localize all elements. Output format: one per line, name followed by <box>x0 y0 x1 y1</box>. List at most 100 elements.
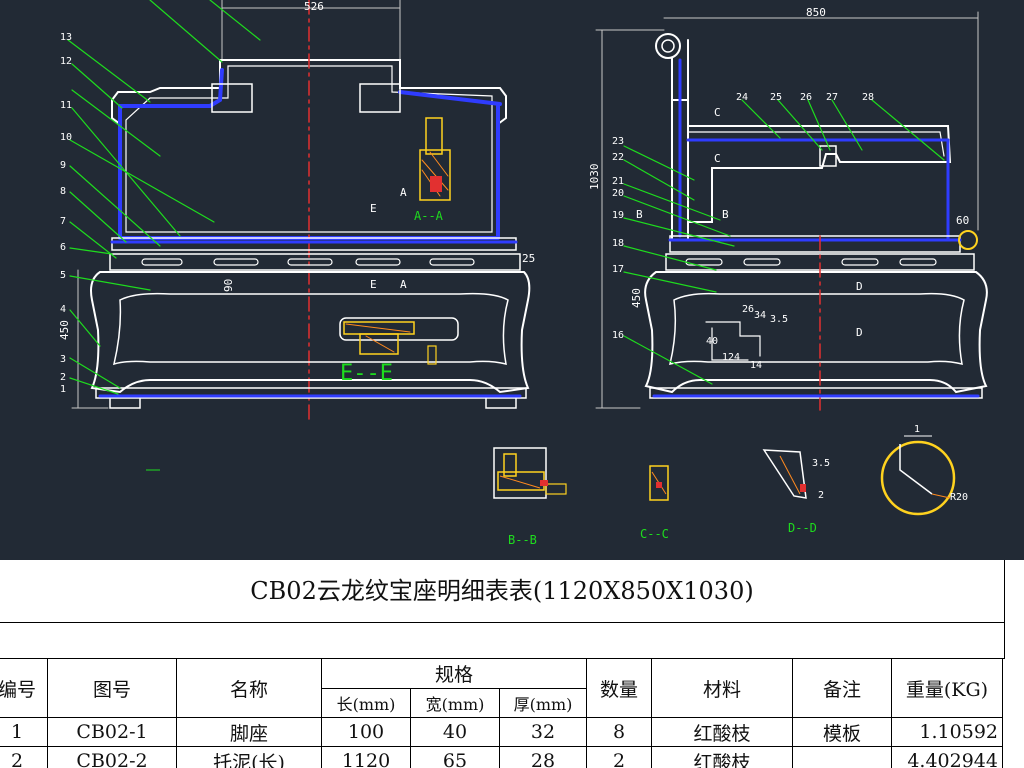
marker-d-1: D <box>856 280 863 293</box>
callout-18: 18 <box>612 238 624 249</box>
callout-13: 13 <box>60 32 72 43</box>
cell-no: 1 <box>0 717 48 747</box>
bom-table: 编号 图号 名称 规格 数量 材料 备注 重量(KG) 长(mm) 宽(mm) … <box>0 658 1003 768</box>
dim-right-height: 450 <box>630 288 643 308</box>
callout-23: 23 <box>612 136 624 147</box>
callout-24: 24 <box>736 92 748 103</box>
callout-7: 7 <box>60 216 66 227</box>
bill-of-materials-sheet: CB02云龙纹宝座明细表表(1120X850X1030) 编号 图号 名称 规格… <box>0 560 1024 768</box>
detail-label-cc: C--C <box>640 527 669 541</box>
cell-width: 40 <box>410 717 500 747</box>
cell-length: 1120 <box>321 746 411 768</box>
header-qty: 数量 <box>586 658 652 718</box>
dim-40: 40 <box>706 336 718 347</box>
dim-right-total: 1030 <box>588 164 601 191</box>
marker-e-2: E <box>370 278 377 291</box>
callout-27: 27 <box>826 92 838 103</box>
marker-b-2: B <box>722 208 729 221</box>
cell-note <box>792 746 892 768</box>
callout-19: 19 <box>612 210 624 221</box>
callout-3: 3 <box>60 354 66 365</box>
callout-10: 10 <box>60 132 72 143</box>
dim-right-small: 60 <box>956 214 969 227</box>
dd-dim-1: 3.5 <box>812 458 830 469</box>
header-material: 材料 <box>651 658 793 718</box>
header-weight: 重量(KG) <box>891 658 1003 718</box>
callout-21: 21 <box>612 176 624 187</box>
header-length: 长(mm) <box>321 687 411 718</box>
cell-drawing-no: CB02-1 <box>47 717 177 747</box>
table-spacer-row <box>0 622 1005 659</box>
callout-16: 16 <box>612 330 624 341</box>
cell-material: 红酸枝 <box>651 746 793 768</box>
dim-left-height: 450 <box>58 320 71 340</box>
callout-25: 25 <box>770 92 782 103</box>
detail-label-dd: D--D <box>788 521 817 535</box>
cell-no: 2 <box>0 746 48 768</box>
callout-6: 6 <box>60 242 66 253</box>
detail-label-bb: B--B <box>508 533 537 547</box>
cad-svg: 526 850 450 90 25 1030 450 60 1312111098… <box>58 0 988 547</box>
side-view <box>595 11 988 411</box>
marker-a-1: A <box>400 186 407 199</box>
table-title: CB02云龙纹宝座明细表表(1120X850X1030) <box>0 560 1005 623</box>
header-spec: 规格 <box>321 658 587 689</box>
dim-3.5: 3.5 <box>770 314 788 325</box>
dim-left-mid: 90 <box>222 279 235 292</box>
header-note: 备注 <box>792 658 892 718</box>
cell-qty: 8 <box>586 717 652 747</box>
front-view <box>67 0 531 421</box>
marker-d-2: D <box>856 326 863 339</box>
callout-11: 11 <box>60 100 72 111</box>
callout-20: 20 <box>612 188 624 199</box>
circle-dim: R20 <box>950 492 968 503</box>
cell-material: 红酸枝 <box>651 717 793 747</box>
cell-weight: 1.10592 <box>891 717 1003 747</box>
marker-e-1: E <box>370 202 377 215</box>
callout-5: 5 <box>60 270 66 281</box>
header-drawing-no: 图号 <box>47 658 177 718</box>
marker-c-1: C <box>714 106 721 119</box>
cell-thickness: 32 <box>499 717 587 747</box>
table-row: 1 CB02-1 脚座 100 40 32 8 红酸枝 模板 1.10592 <box>0 717 1003 747</box>
section-label-e: E--E <box>340 361 393 386</box>
marker-c-2: C <box>714 152 721 165</box>
callout-28: 28 <box>862 92 874 103</box>
callout-12: 12 <box>60 56 72 67</box>
cell-length: 100 <box>321 717 411 747</box>
cell-name: 托泥(长) <box>176 746 322 768</box>
marker-b-1: B <box>636 208 643 221</box>
base-detail-dims: 40 34 3.5 26 124 14 <box>706 304 788 371</box>
table-row: 2 CB02-2 托泥(长) 1120 65 28 2 红酸枝 4.402944 <box>0 746 1003 768</box>
header-no: 编号 <box>0 658 48 718</box>
cell-width: 65 <box>410 746 500 768</box>
cell-qty: 2 <box>586 746 652 768</box>
section-label-a: A--A <box>414 209 444 223</box>
callout-8: 8 <box>60 186 66 197</box>
callout-17: 17 <box>612 264 624 275</box>
header-name: 名称 <box>176 658 322 718</box>
dim-top-left: 526 <box>304 0 324 13</box>
dim-34: 34 <box>754 310 766 321</box>
callout-22: 22 <box>612 152 624 163</box>
cell-note: 模板 <box>792 717 892 747</box>
cell-drawing-no: CB02-2 <box>47 746 177 768</box>
header-width: 宽(mm) <box>410 687 500 718</box>
bottom-details <box>146 435 956 516</box>
cell-thickness: 28 <box>499 746 587 768</box>
callout-9: 9 <box>60 160 66 171</box>
dd-dim-2: 2 <box>818 490 824 501</box>
cell-weight: 4.402944 <box>891 746 1003 768</box>
callout-4: 4 <box>60 304 66 315</box>
dim-124: 124 <box>722 352 740 363</box>
dim-top-right: 850 <box>806 6 826 19</box>
dim-26: 26 <box>742 304 754 315</box>
circle-top: 1 <box>914 424 920 435</box>
dim-14: 14 <box>750 360 762 371</box>
callout-2: 2 <box>60 372 66 383</box>
cell-name: 脚座 <box>176 717 322 747</box>
dim-left-small: 25 <box>522 252 535 265</box>
